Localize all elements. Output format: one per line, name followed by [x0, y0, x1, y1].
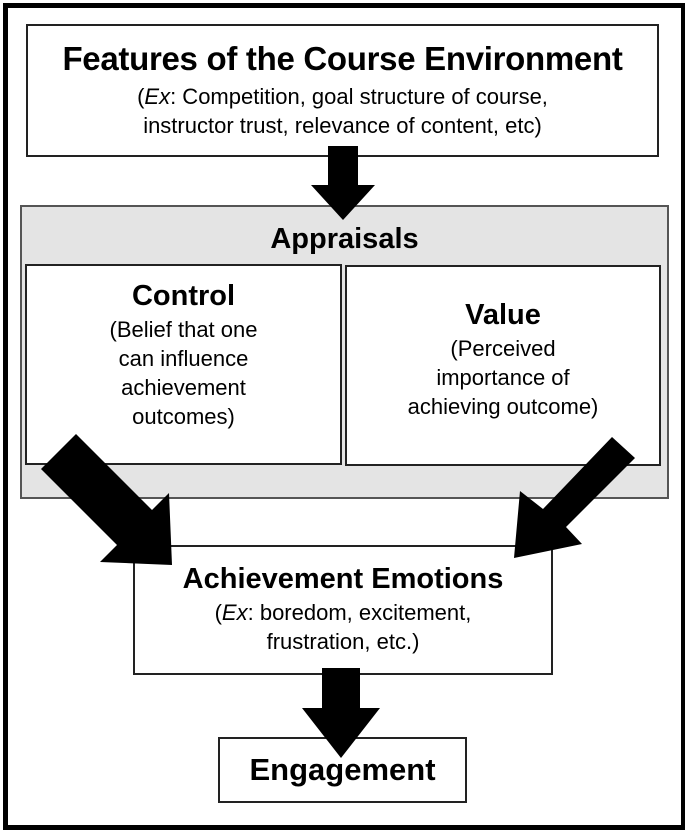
- emotions-ex-label: Ex: [221, 600, 248, 625]
- emotions-title: Achievement Emotions: [182, 563, 504, 595]
- control-box: Control (Belief that one can influence a…: [25, 264, 342, 465]
- engagement-title: Engagement: [249, 752, 436, 787]
- arrow-emotions-to-engagement: [302, 668, 380, 758]
- features-desc-line2: instructor trust, relevance of content, …: [143, 113, 542, 138]
- value-box: Value (Perceived importance of achieving…: [345, 265, 661, 466]
- emotions-desc-line1: : boredom, excitement,: [247, 600, 472, 625]
- appraisals-title: Appraisals: [270, 223, 419, 255]
- control-desc-line: achievement: [121, 375, 246, 400]
- emotions-description: (Ex: boredom, excitement, frustration, e…: [135, 598, 551, 656]
- emotions-desc-line2: frustration, etc.): [266, 629, 420, 654]
- arrow-control-to-emotions: [41, 434, 172, 565]
- arrow-features-to-appraisals: [311, 146, 375, 220]
- features-description: (Ex: Competition, goal structure of cour…: [28, 82, 657, 140]
- arrow-value-to-emotions: [514, 437, 635, 558]
- emotions-open-paren: (: [214, 600, 222, 625]
- value-title: Value: [465, 299, 541, 331]
- features-ex-label: Ex: [144, 84, 171, 109]
- value-description: (Perceived importance of achieving outco…: [347, 334, 659, 421]
- features-open-paren: (: [137, 84, 145, 109]
- control-desc-line: can influence: [118, 346, 249, 371]
- control-description: (Belief that one can influence achieveme…: [27, 315, 340, 431]
- value-desc-line: (Perceived: [450, 336, 556, 361]
- features-desc-line1: : Competition, goal structure of course,: [170, 84, 548, 109]
- control-desc-line: (Belief that one: [109, 317, 258, 342]
- emotions-box: Achievement Emotions (Ex: boredom, excit…: [133, 545, 553, 675]
- value-desc-line: importance of: [436, 365, 570, 390]
- features-box: Features of the Course Environment (Ex: …: [26, 24, 659, 157]
- control-desc-line: outcomes): [132, 404, 235, 429]
- features-title: Features of the Course Environment: [62, 40, 623, 77]
- control-title: Control: [131, 280, 236, 312]
- value-desc-line: achieving outcome): [407, 394, 599, 419]
